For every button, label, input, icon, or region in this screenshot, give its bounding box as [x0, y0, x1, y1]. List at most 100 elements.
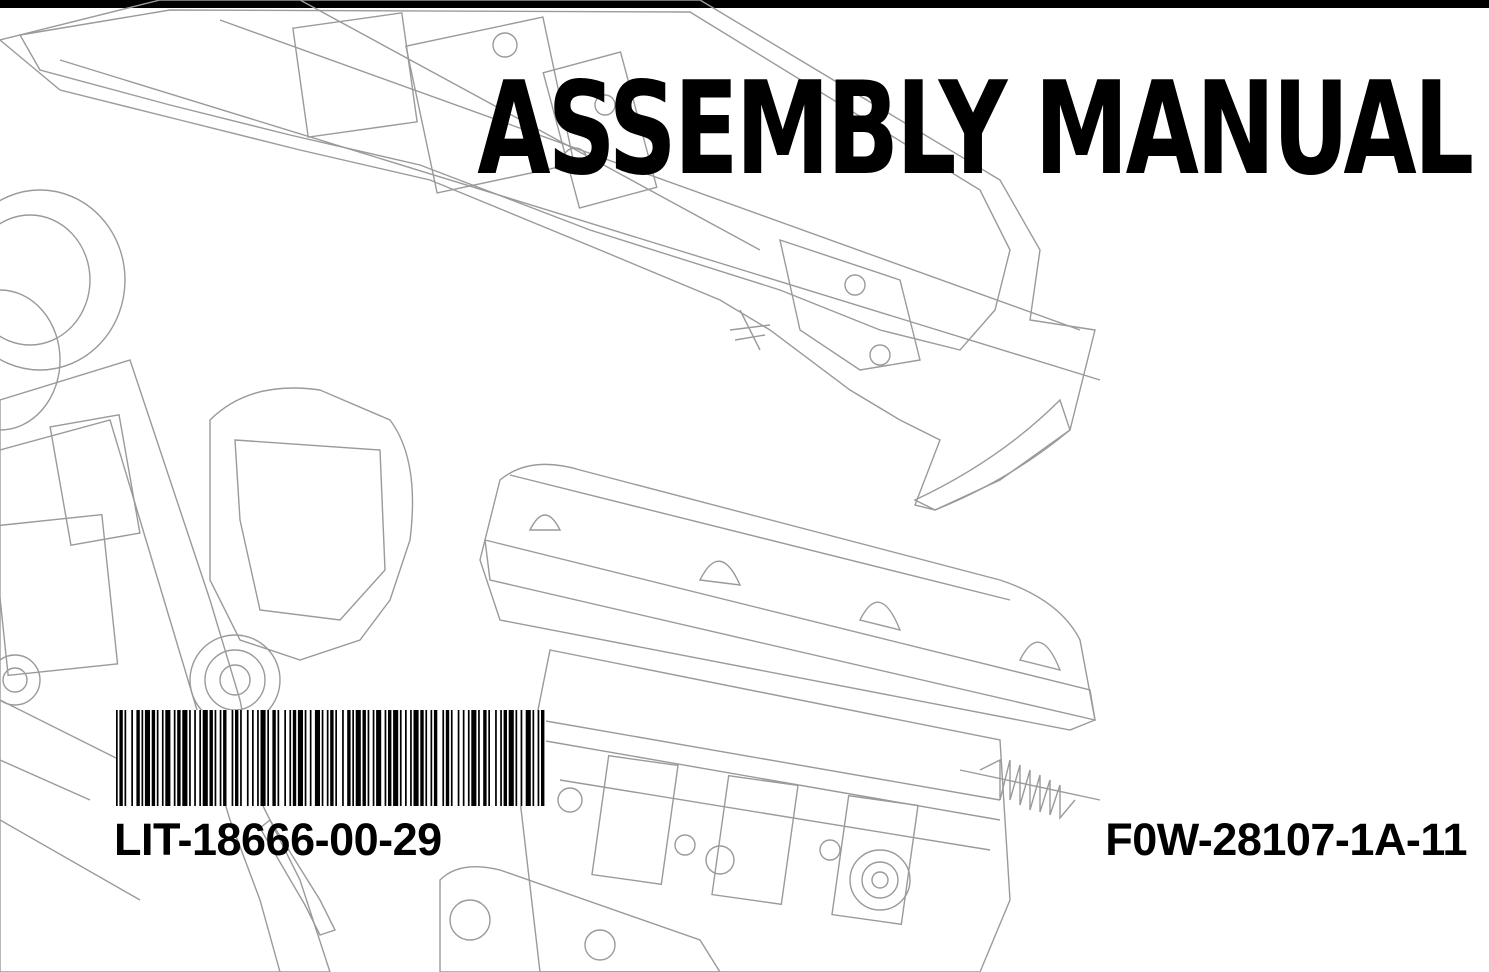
barcode-bar [483, 710, 487, 806]
barcode-bar [267, 710, 269, 806]
upper-bolt-2 [562, 147, 588, 173]
cone-1 [528, 514, 562, 531]
upper-bolt-3 [594, 94, 616, 116]
upper-housing-outline [0, 0, 1096, 511]
barcode-bar [119, 710, 123, 806]
barcode-bar [384, 710, 387, 806]
left-bolt-2 [2, 667, 28, 693]
barcode-bar [326, 710, 329, 806]
head-cover-top [509, 474, 1011, 601]
barcode-bar [442, 710, 445, 806]
barcode-bar [450, 710, 453, 806]
barcode-bar [124, 710, 127, 806]
carb-knob-2 [674, 834, 696, 856]
part-number: F0W-28107-1A-11 [1105, 814, 1467, 865]
barcode-bar [231, 710, 234, 806]
barcode-bar [362, 710, 366, 806]
barcode-bar [136, 710, 140, 806]
lower-bolt-2 [584, 929, 616, 961]
cover-housing [209, 387, 414, 661]
upper-shaft-line-3 [299, 0, 761, 251]
barcode-bar [260, 710, 266, 806]
upper-box-3 [542, 51, 658, 209]
barcode-bar [445, 710, 450, 806]
linkage-rod [959, 769, 1101, 801]
carb-rail-3 [559, 779, 991, 851]
left-block-inner [0, 419, 281, 972]
barcode-bar [393, 710, 399, 806]
barcode-bar [503, 710, 507, 806]
barcode-bar [425, 710, 428, 806]
barcode-bar [532, 710, 535, 806]
upper-box-1 [292, 12, 418, 138]
barcode-bar [321, 710, 324, 806]
barcode-bar [457, 710, 460, 806]
cone-4 [1018, 641, 1062, 672]
barcode-bar [246, 710, 249, 806]
barcode-bar [277, 710, 280, 806]
spring [979, 758, 1076, 820]
barcode [116, 710, 546, 806]
barcode-bar [372, 710, 375, 806]
left-lines [0, 699, 141, 901]
left-bracket-2 [0, 513, 119, 677]
barcode-bar [462, 710, 465, 806]
barcode-bar [257, 710, 259, 806]
barcode-bar [297, 710, 303, 806]
carb-rail-1 [539, 719, 1001, 801]
upper-box-2 [405, 16, 575, 194]
barcode-bar [314, 710, 320, 806]
left-pulley-outer [0, 189, 126, 371]
barcode-bar [495, 710, 497, 806]
barcode-bar [182, 710, 188, 806]
barcode-bar [284, 710, 286, 806]
barcode-bar [388, 710, 392, 806]
barcode-bar [272, 710, 276, 806]
barcode-bar [420, 710, 424, 806]
barcode-bar [194, 710, 196, 806]
barcode-bar [292, 710, 297, 806]
barcode-bar [410, 710, 412, 806]
cover-ring-inner [204, 649, 266, 711]
upper-shaft-line-1 [59, 59, 1101, 381]
manual-title: ASSEMBLY MANUAL [477, 55, 1474, 204]
barcode-bar [223, 710, 227, 806]
barcode-bar [515, 710, 518, 806]
barcode-bar [330, 710, 334, 806]
upper-bolt-5 [869, 344, 891, 366]
barcode-bar [488, 710, 490, 806]
barcode-bar [209, 710, 213, 806]
barcode-bar [413, 710, 419, 806]
upper-fin [913, 398, 1071, 511]
barcode-bar [430, 710, 433, 806]
barcode-bar [467, 710, 470, 806]
head-cover-rim [484, 539, 1096, 721]
barcode-literature-number: LIT-18666-00-29 [114, 814, 442, 865]
barcode-bar [144, 710, 150, 806]
upper-bolt-4 [844, 274, 866, 296]
upper-housing-inner [18, 9, 1011, 351]
barcode-bar [537, 710, 540, 806]
cone-3 [858, 601, 902, 632]
head-cover-outline [479, 463, 1096, 731]
barcode-bar [508, 710, 514, 806]
cone-2 [698, 560, 742, 586]
barcode-bar [199, 710, 201, 806]
barcode-bar [116, 710, 118, 806]
upper-shaft-line-2 [219, 19, 1081, 331]
carb-knob-1 [557, 787, 583, 813]
barcode-bar [471, 710, 477, 806]
left-pulley-2 [0, 289, 61, 431]
barcode-bar [367, 710, 370, 806]
barcode-bar [500, 710, 502, 806]
barcode-bar [235, 710, 239, 806]
carb-rail-2 [539, 739, 1001, 821]
lower-bolt-1 [449, 899, 491, 941]
barcode-bar [131, 710, 133, 806]
barcode-bar [520, 710, 523, 806]
carb-knob-3 [705, 845, 735, 875]
barcode-bar [161, 710, 164, 806]
barcode-bar [289, 710, 292, 806]
barcode-bar [219, 710, 222, 806]
barcode-bar [541, 710, 545, 806]
